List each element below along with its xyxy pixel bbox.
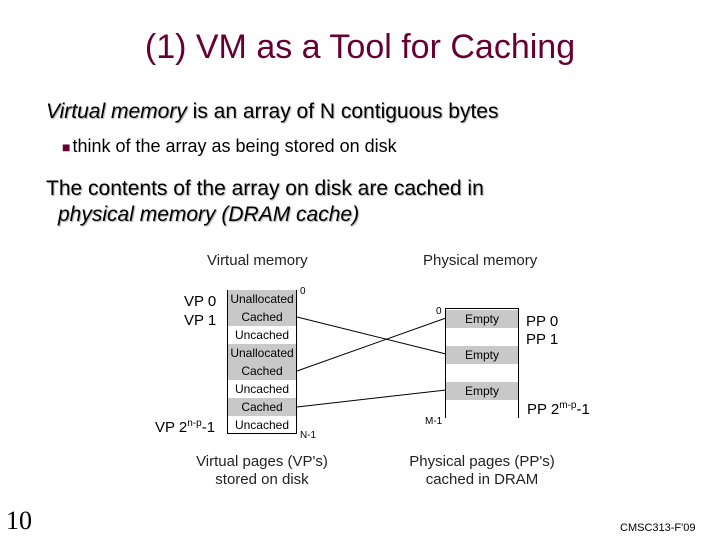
vp-cell: Uncached [234, 328, 290, 342]
physical-bottom-index: M-1 [425, 416, 443, 427]
bullet-contents-cached: The contents of the array on disk are ca… [46, 176, 484, 228]
vp0-label: VP 0 [184, 293, 217, 310]
pp1-label: PP 1 [526, 331, 559, 348]
vp-cell: Cached [228, 398, 296, 416]
pp-cell [446, 400, 518, 418]
bullet-virtual-memory: Virtual memory is an array of N contiguo… [46, 100, 499, 124]
course-footer: CMSC313-F'09 [620, 522, 696, 534]
bullet2-line2: physical memory (DRAM cache) [58, 203, 360, 226]
physical-top-index: 0 [436, 306, 442, 317]
virtual-bottom-index: N-1 [300, 430, 317, 441]
mapping-line [296, 317, 447, 372]
slide-title: (1) VM as a Tool for Caching [144, 28, 576, 66]
pp0-label: PP 0 [526, 313, 559, 330]
vp-last-label: VP 2n-p-1 [155, 418, 216, 436]
pp-last-label: PP 2m-p-1 [527, 400, 590, 418]
bullet-text: is an array of N contiguous bytes [186, 100, 499, 123]
bullet2-line1: The contents of the array on disk are ca… [46, 177, 484, 200]
slide-number: 10 [6, 506, 32, 535]
vp-cell: Cached [228, 362, 296, 380]
pp-cell: Empty [446, 382, 518, 400]
physical-caption: Physical pages (PP's) cached in DRAM [409, 453, 555, 488]
mapping-line [296, 389, 447, 408]
vp-cell: Cached [228, 308, 296, 326]
pp-cell [446, 328, 518, 346]
pp-cell [446, 364, 518, 382]
sub-bullet-text: think of the array as being stored on di… [72, 136, 397, 156]
pp-cell: Empty [446, 346, 518, 364]
virtual-caption: Virtual pages (VP's) stored on disk [196, 453, 328, 488]
vp-cell: Unallocated [228, 290, 296, 308]
bullet-italic-term: Virtual memory [46, 100, 187, 123]
sub-bullet: ■think of the array as being stored on d… [62, 136, 397, 157]
virtual-top-index: 0 [300, 286, 306, 297]
vp-cell: Uncached [234, 382, 290, 396]
square-bullet-icon: ■ [62, 139, 71, 155]
physical-memory-header: Physical memory [423, 252, 538, 269]
pp-cell: Empty [446, 310, 518, 328]
mapping-line [296, 316, 447, 355]
virtual-memory-header: Virtual memory [207, 252, 308, 269]
vp1-label: VP 1 [184, 312, 217, 329]
vp-cell: Uncached [234, 418, 290, 432]
vp-cell: Unallocated [228, 344, 296, 362]
